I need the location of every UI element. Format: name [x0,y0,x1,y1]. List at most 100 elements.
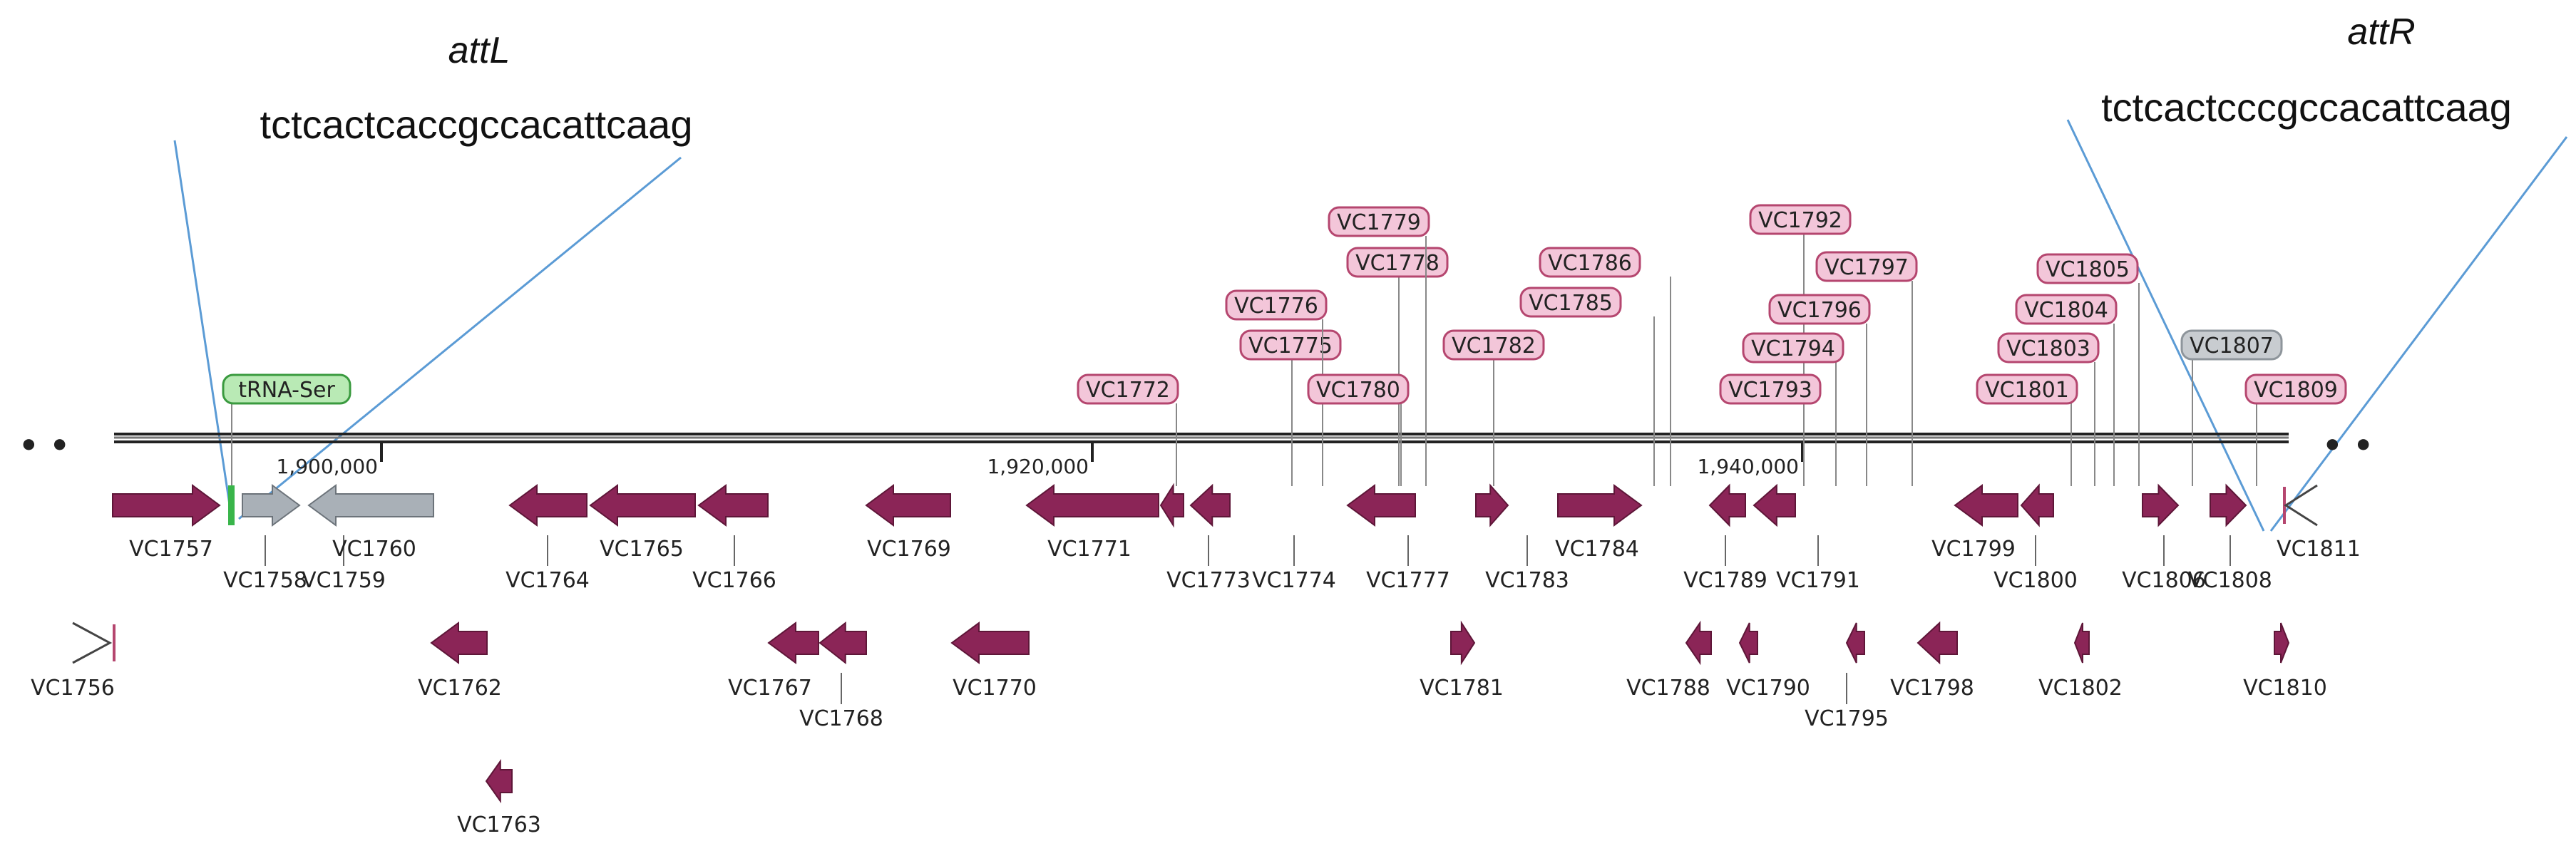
left-continuation-dots: • • [19,428,70,464]
gene-arrow-vc1758[interactable] [228,485,235,525]
gene-tag-label: VC1804 [2024,298,2108,323]
gene-tag-vc1797[interactable] [1815,251,1918,282]
gene-tag-vc1805[interactable] [2036,253,2139,284]
gene-arrow-vc1784[interactable] [1557,484,1643,527]
gene-tag-vc1785[interactable] [1519,287,1622,318]
gene-tag-vc1809[interactable] [2244,373,2347,405]
gene-label-vc1763: VC1763 [457,813,541,837]
gene-label-vc1788: VC1788 [1626,676,1710,701]
gene-tag-vc1801[interactable] [1976,373,2078,405]
gene-label-vc1758: VC1758 [223,568,307,593]
gene-arrow-vc1759[interactable] [242,484,301,527]
gene-label-vc1798: VC1798 [1890,676,1974,701]
gene-tag-vc1804[interactable] [2015,294,2118,325]
gene-label-vc1802: VC1802 [2038,676,2123,701]
gene-arrow-vc1768[interactable] [819,621,867,665]
gene-tag-label: VC1782 [1452,334,1536,359]
attl-annotation: attL tctcactcaccgccacattcaag [173,30,692,520]
gene-label-vc1760: VC1760 [332,537,416,562]
gene-arrow-vc1769[interactable] [865,484,951,527]
gene-label-vc1789: VC1789 [1683,568,1767,593]
gene-arrow-vc1790[interactable] [1738,622,1758,664]
gene-tag-vc1786[interactable] [1539,247,1641,278]
gene-label-vc1774: VC1774 [1252,568,1336,593]
gene-tag-vc1782[interactable] [1442,329,1545,361]
gene-arrow-vc1767[interactable] [767,622,819,664]
gene-arrow-vc1763[interactable] [485,758,513,804]
gene-label-vc1781: VC1781 [1420,676,1504,701]
gene-arrow-vc1788[interactable] [1685,620,1712,666]
attl-title: attL [448,30,510,71]
gene-tag-vc1775[interactable] [1239,329,1342,361]
attr-annotation: attR tctcactcccgccacattcaag [2066,11,2568,532]
gene-arrow-vc1800[interactable] [2020,483,2054,527]
gene-arrow-vc1771[interactable] [1025,484,1159,527]
gene-tag-label: VC1796 [1777,298,1862,323]
gene-arrow-vc1798[interactable] [1916,621,1958,665]
gene-tag-vc1796[interactable] [1768,294,1871,325]
gene-tag-vc1794[interactable] [1742,332,1844,363]
gene-label-vc1767: VC1767 [728,676,812,701]
gene-arrow-vc1773[interactable] [1159,483,1184,528]
coordinate-label: 1,940,000 [1697,455,1799,478]
gene-label-vc1791: VC1791 [1776,568,1860,593]
gene-tag-label: VC1780 [1316,378,1400,403]
gene-arrow-vc1799[interactable] [1954,484,2018,527]
gene-tag-label: VC1803 [2006,336,2090,361]
gene-arrow-vc1806[interactable] [2142,483,2180,527]
gene-arrow-vc1795[interactable] [1845,622,1865,664]
gene-arrow-vc1766[interactable] [697,484,769,527]
gene-label-vc1777: VC1777 [1366,568,1450,593]
gene-arrow-vc1760[interactable] [307,484,434,527]
gene-arrow-vc1791[interactable] [1753,483,1796,527]
gene-label-vc1811: VC1811 [2277,537,2361,562]
gene-tag-label: VC1779 [1337,210,1421,235]
gene-arrow-vc1757[interactable] [112,484,221,527]
gene-arrow-vc1777[interactable] [1346,484,1416,527]
gene-arrow-vc1810[interactable] [2274,622,2290,664]
gene-tag-label: VC1772 [1086,378,1170,403]
attr-title: attR [2347,11,2415,53]
gene-tag-vc1792[interactable] [1749,204,1852,235]
gene-tag-vc1780[interactable] [1307,373,1410,405]
gene-tag-vc1803[interactable] [1997,332,2100,363]
attr-pointer-line-right [2269,136,2568,532]
gene-arrow-vc1783[interactable] [1475,483,1509,527]
gene-label-vc1764: VC1764 [506,568,590,593]
gene-tag-vc1779[interactable] [1328,206,1430,237]
gene-arrow-vc1811[interactable] [2284,484,2318,527]
gene-label-vc1784: VC1784 [1555,537,1639,562]
coordinate-label: 1,900,000 [276,455,378,478]
gene-tag-label: VC1785 [1529,291,1613,316]
gene-tag-label: VC1792 [1758,208,1842,233]
gene-arrow-vc1789[interactable] [1708,483,1746,527]
attr-sequence: tctcactcccgccacattcaag [2101,85,2512,130]
gene-arrow-vc1774[interactable] [1189,483,1231,527]
gene-arrow-vc1764[interactable] [508,484,587,527]
gene-arrow-vc1765[interactable] [589,484,696,527]
gene-arrow-vc1770[interactable] [950,622,1030,664]
gene-tag-vc1807[interactable] [2180,329,2283,361]
gene-arrow-vc1781[interactable] [1450,620,1476,666]
gene-label-vc1799: VC1799 [1931,537,2016,562]
gene-tag-label: VC1797 [1825,255,1909,280]
gene-label-vc1790: VC1790 [1726,676,1810,701]
gene-arrow-vc1808[interactable] [2210,483,2247,527]
gene-tag-vc1778[interactable] [1346,247,1449,278]
gene-tag-vc1793[interactable] [1719,373,1822,405]
gene-tag-trna-ser[interactable] [222,373,351,405]
gene-tag-vc1776[interactable] [1225,289,1328,321]
gene-arrow-vc1762[interactable] [430,622,488,664]
gene-arrow-vc1802[interactable] [2073,622,2090,664]
gene-label-vc1762: VC1762 [418,676,502,701]
genome-backbone [114,433,2289,443]
gene-arrow-vc1756[interactable] [72,622,113,664]
gene-tag-vc1772[interactable] [1077,373,1179,405]
gene-label-vc1766: VC1766 [692,568,776,593]
gene-label-vc1756: VC1756 [31,676,115,701]
gene-arrows: VC1757VC1758VC1759VC1760VC1764VC1765VC17… [31,483,2361,837]
gene-label-vc1795: VC1795 [1805,706,1889,731]
gene-label-vc1768: VC1768 [799,706,883,731]
